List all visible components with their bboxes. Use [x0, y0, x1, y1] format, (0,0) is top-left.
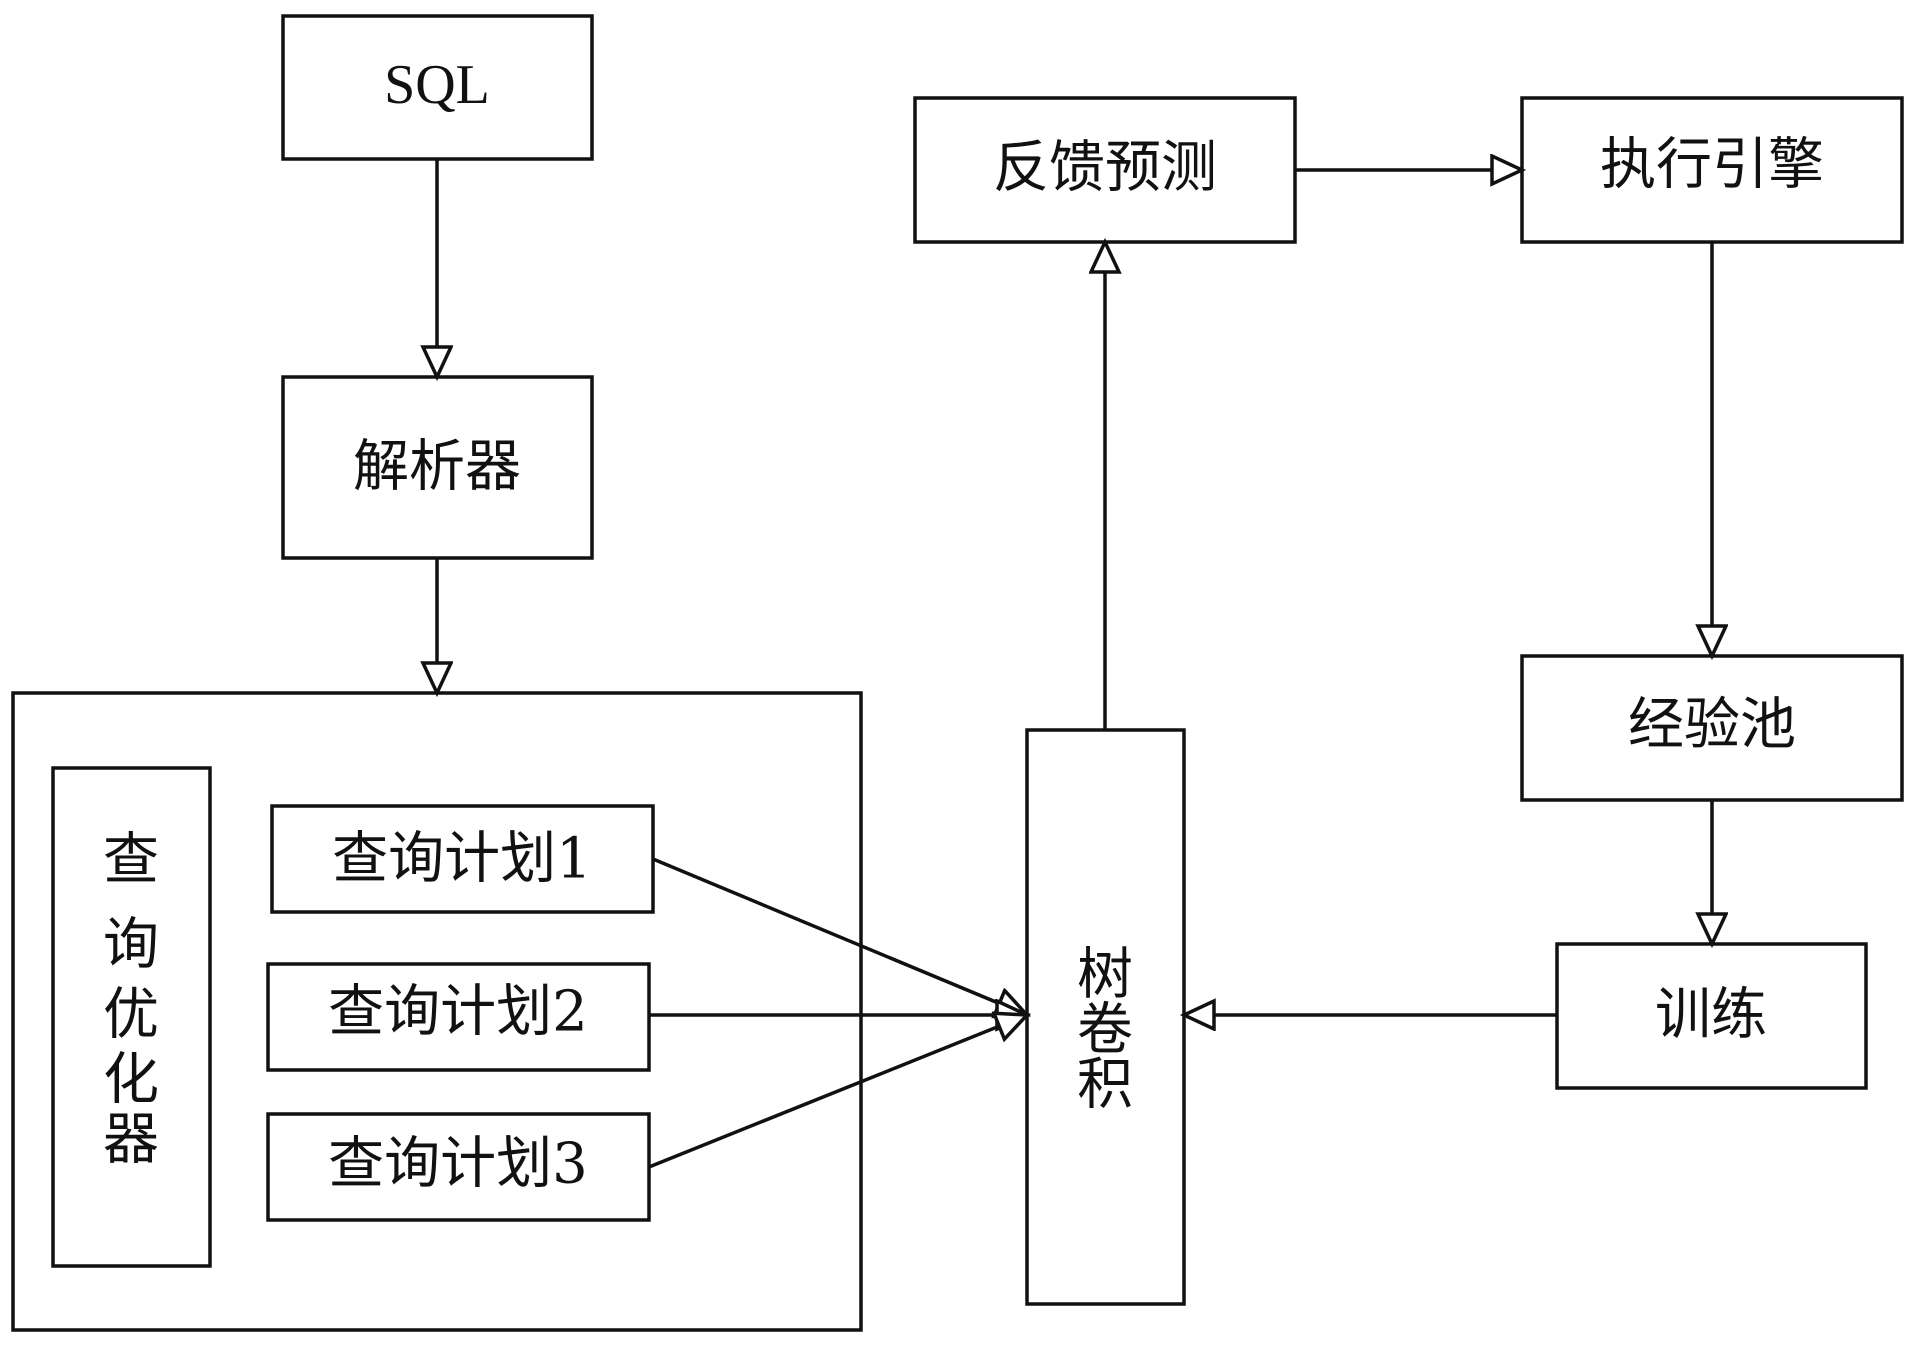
plan1-node: 查询计划1	[270, 804, 655, 914]
parser-node: 解析器	[281, 375, 594, 560]
engine-label: 执行引擎	[1600, 133, 1824, 198]
optimizer-char-2: 优	[103, 983, 159, 1048]
optimizer-char-3: 化	[103, 1048, 159, 1113]
optimizer-node: 查 询 优 化 器	[51, 766, 212, 1268]
feedback-label: 反馈预测	[993, 136, 1217, 201]
training-label: 训练	[1655, 983, 1767, 1048]
experience-pool-label: 经验池	[1628, 693, 1796, 758]
plan3-label: 查询计划3	[328, 1132, 588, 1197]
training-node: 训练	[1555, 942, 1868, 1090]
sql-node: SQL	[281, 14, 594, 161]
plan2-node: 查询计划2	[266, 962, 651, 1072]
optimizer-char-0: 查	[103, 828, 159, 893]
tree-conv-char-2: 积	[1077, 1053, 1133, 1118]
parser-label: 解析器	[353, 435, 521, 500]
tree-conv-char-1: 卷	[1077, 998, 1133, 1063]
edge-plan1-to-tree-conv	[652, 857, 1027, 1015]
optimizer-char-1: 询	[103, 913, 159, 978]
tree-conv-node: 树 卷 积	[1025, 728, 1186, 1306]
plan1-label: 查询计划1	[332, 827, 592, 892]
experience-pool-node: 经验池	[1520, 654, 1904, 802]
optimizer-char-4: 器	[103, 1108, 159, 1173]
engine-node: 执行引擎	[1520, 96, 1904, 244]
feedback-node: 反馈预测	[913, 96, 1297, 244]
tree-conv-char-0: 树	[1077, 943, 1133, 1008]
sql-label: SQL	[384, 54, 490, 116]
edge-plan3-to-tree-conv	[648, 1015, 1027, 1169]
plan2-label: 查询计划2	[328, 980, 588, 1045]
plan3-node: 查询计划3	[266, 1112, 651, 1222]
